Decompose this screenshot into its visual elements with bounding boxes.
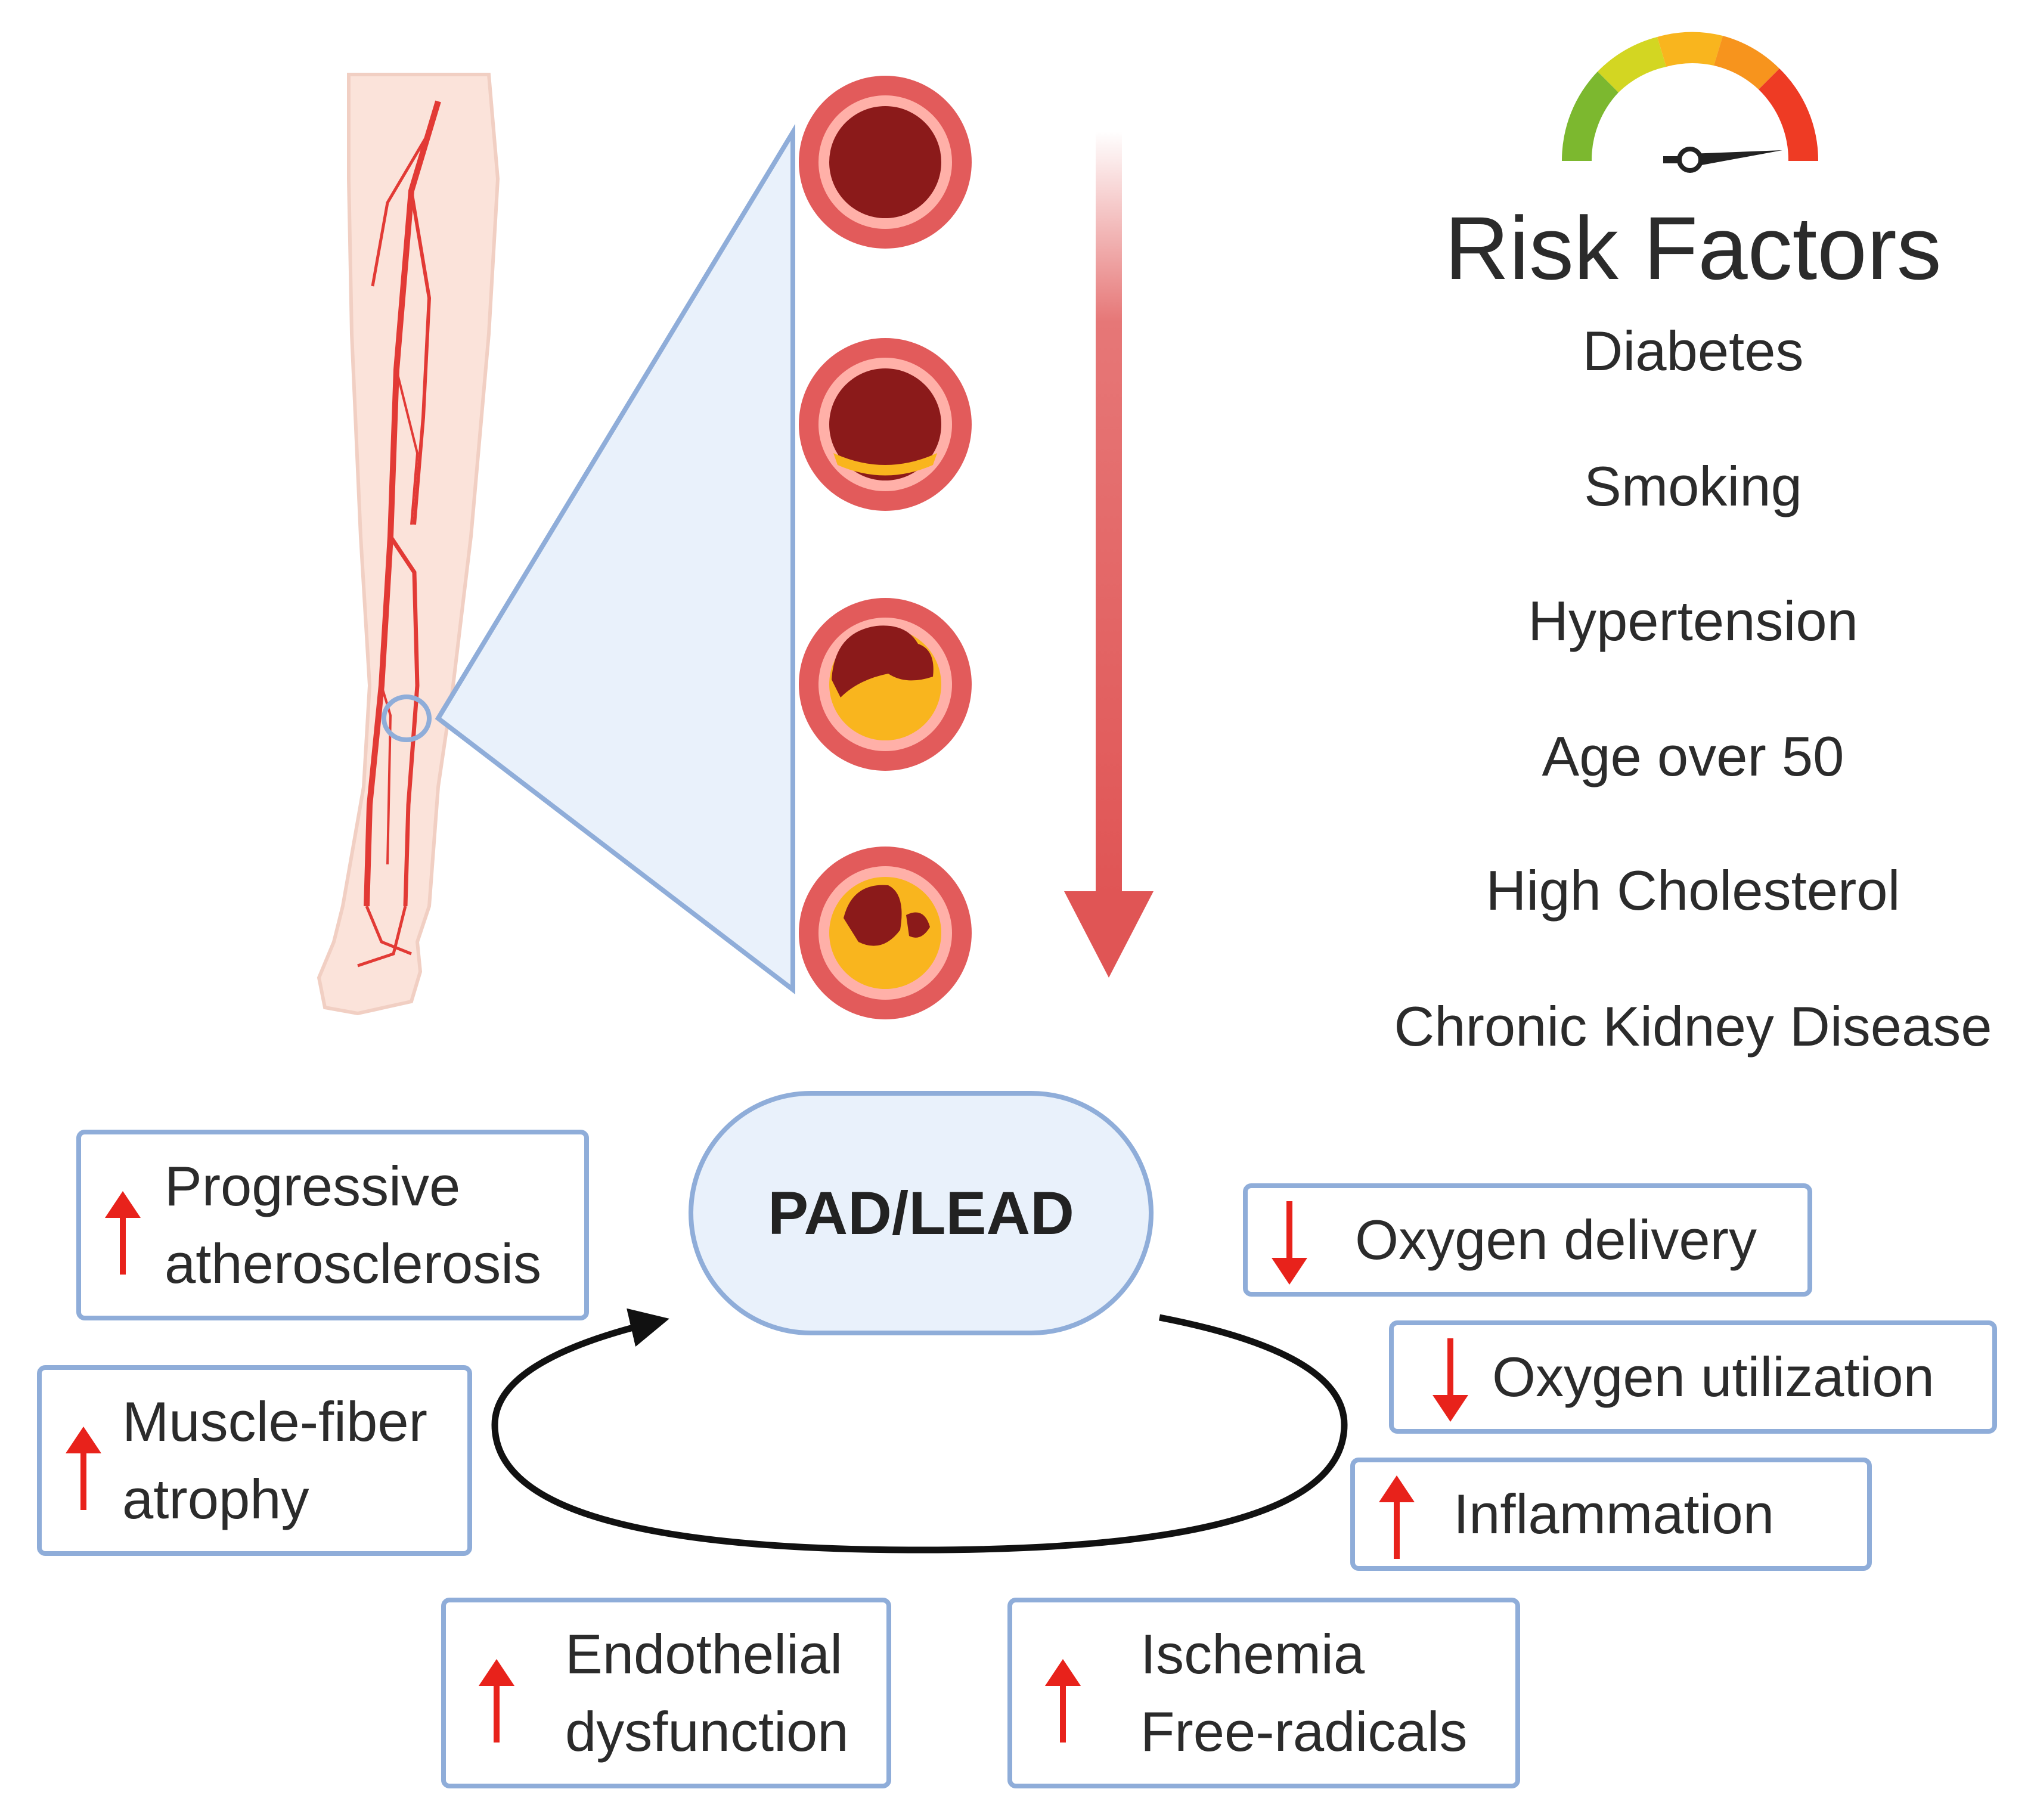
effect-label-line-1: Progressive xyxy=(165,1155,461,1217)
cycle-arrow xyxy=(491,1308,1348,1554)
decrease-arrow-icon xyxy=(1272,1201,1307,1285)
increase-arrow-icon xyxy=(66,1427,101,1510)
effect-endothelial-dysfunction: Endothelial dysfunction xyxy=(441,1598,891,1788)
increase-arrow-icon xyxy=(105,1191,141,1275)
effect-muscle-fiber-atrophy: Muscle-fiber atrophy xyxy=(37,1365,472,1556)
effect-label: Inflammation xyxy=(1453,1483,1775,1545)
effect-label-line-2: atrophy xyxy=(122,1468,309,1530)
effect-label: Oxygen utilization xyxy=(1492,1345,1934,1408)
effect-oxygen-utilization: Oxygen utilization xyxy=(1389,1320,1997,1434)
artery-stage-2 xyxy=(799,338,972,511)
progression-arrow xyxy=(1064,131,1154,978)
effect-ischemia-free-radicals: Ischemia Free-radicals xyxy=(1007,1598,1520,1788)
artery-stage-1 xyxy=(799,76,972,249)
effect-label-line-2: dysfunction xyxy=(565,1700,849,1763)
effect-inflammation: Inflammation xyxy=(1350,1458,1872,1571)
risk-factors-title: Risk Factors xyxy=(1444,198,1942,298)
effect-oxygen-delivery: Oxygen delivery xyxy=(1243,1183,1812,1297)
decrease-arrow-icon xyxy=(1433,1338,1468,1422)
zoom-triangle xyxy=(435,123,795,995)
effect-label-line-1: Endothelial xyxy=(565,1623,843,1685)
effect-label-line-2: Free-radicals xyxy=(1140,1700,1468,1763)
effect-label-line-2: atherosclerosis xyxy=(165,1232,542,1295)
pad-lead-node: PAD/LEAD xyxy=(689,1091,1154,1335)
increase-arrow-icon xyxy=(1379,1475,1415,1559)
effect-label: Oxygen delivery xyxy=(1355,1208,1757,1271)
leg-illustration xyxy=(317,73,500,1016)
artery-stage-4 xyxy=(799,847,972,1019)
artery-stage-3 xyxy=(799,598,972,771)
risk-factor-diabetes: Diabetes xyxy=(1582,320,1804,382)
increase-arrow-icon xyxy=(1045,1659,1081,1743)
effect-label-line-1: Muscle-fiber xyxy=(122,1390,427,1453)
increase-arrow-icon xyxy=(479,1659,514,1743)
risk-factor-hypertension: Hypertension xyxy=(1528,590,1858,652)
risk-factor-cholesterol: High Cholesterol xyxy=(1486,859,1900,922)
risk-factor-ckd: Chronic Kidney Disease xyxy=(1394,995,1992,1058)
risk-factor-age: Age over 50 xyxy=(1542,725,1844,787)
zoom-circle xyxy=(382,694,432,742)
effect-progressive-atherosclerosis: Progressive atherosclerosis xyxy=(76,1130,589,1320)
risk-gauge-icon xyxy=(1561,32,1819,173)
effect-label-line-1: Ischemia xyxy=(1140,1623,1365,1685)
risk-factor-smoking: Smoking xyxy=(1584,455,1802,517)
